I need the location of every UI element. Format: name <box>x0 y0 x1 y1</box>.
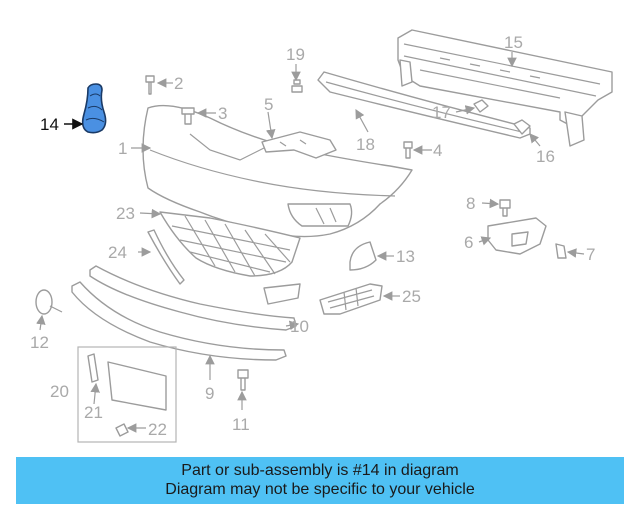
callout-4: 4 <box>433 141 442 160</box>
callout-25: 25 <box>402 287 421 306</box>
callout-18: 18 <box>356 135 375 154</box>
callout-13: 13 <box>396 247 415 266</box>
callout-17: 17 <box>432 103 451 122</box>
spoiler-9 <box>71 281 287 361</box>
caption-line-1: Part or sub-assembly is #14 in diagram <box>181 462 459 479</box>
callout-21: 21 <box>84 403 103 422</box>
callout-9: 9 <box>205 384 214 403</box>
parts-diagram: 1 2 3 4 5 6 7 8 9 10 11 12 13 14 15 16 1… <box>30 29 613 443</box>
callout-15: 15 <box>504 33 523 52</box>
bracket-6 <box>487 217 547 255</box>
part-14-highlighted <box>81 83 107 134</box>
callout-11: 11 <box>232 415 250 434</box>
callout-10: 10 <box>290 317 309 336</box>
fasteners <box>115 75 567 437</box>
caption-banner: Part or sub-assembly is #14 in diagram D… <box>16 457 624 504</box>
callout-12: 12 <box>30 333 49 352</box>
callout-22: 22 <box>148 420 167 439</box>
leader-lines <box>36 52 585 433</box>
cover-cap-13 <box>349 241 377 271</box>
callout-3: 3 <box>218 104 227 123</box>
callout-23: 23 <box>116 204 135 223</box>
callout-24: 24 <box>108 243 127 262</box>
side-grille-25 <box>319 283 383 315</box>
callout-5: 5 <box>264 95 273 114</box>
lower-grille <box>159 211 301 277</box>
bracket-5 <box>261 131 337 159</box>
bumper-reinforcement-bar <box>397 29 613 147</box>
callout-2: 2 <box>174 74 183 93</box>
callout-14: 14 <box>40 115 59 134</box>
bumper-cover <box>142 104 413 238</box>
callout-19: 19 <box>286 45 305 64</box>
molding-24 <box>147 229 185 285</box>
callout-20: 20 <box>50 382 69 401</box>
energy-absorber-strip <box>317 71 531 139</box>
callout-16: 16 <box>536 147 555 166</box>
callout-6: 6 <box>464 233 473 252</box>
license-plate-group <box>77 346 177 443</box>
callout-1: 1 <box>118 139 127 158</box>
callout-8: 8 <box>466 194 475 213</box>
caption-line-2: Diagram may not be specific to your vehi… <box>165 481 475 498</box>
clip-12 <box>35 289 63 315</box>
callout-7: 7 <box>586 245 595 264</box>
